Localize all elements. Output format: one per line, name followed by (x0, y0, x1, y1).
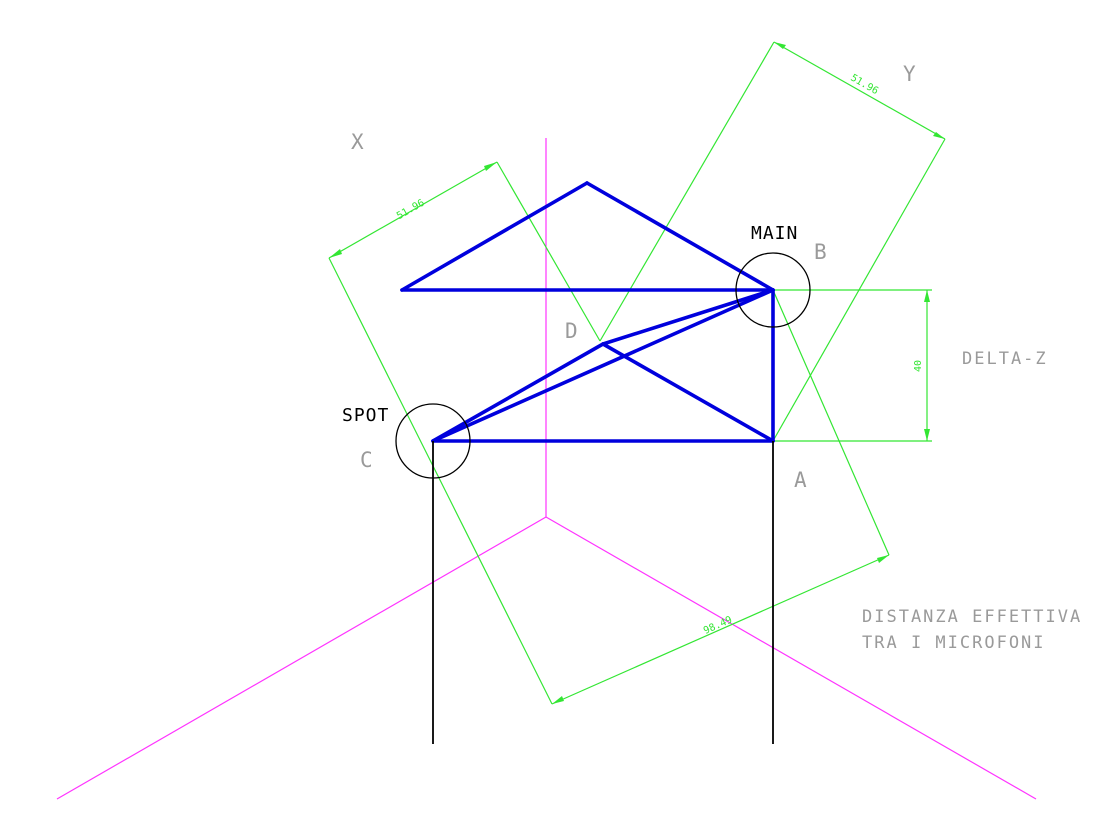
delta-z-label: DELTA-Z (962, 349, 1048, 369)
y-axis-label: Y (903, 62, 918, 86)
arrow-eff-left (552, 696, 564, 704)
point-c-label: C (360, 448, 375, 472)
roof-right-edge (585, 181, 775, 292)
annotations: X Y B D A C MAIN SPOT DELTA-Z DISTANZA E… (342, 62, 1082, 653)
edge-db (601, 288, 775, 346)
x-dimension-value: 51.96 (395, 198, 427, 223)
isometric-axes (56, 138, 1037, 800)
effective-distance-dimension-line (551, 554, 890, 705)
right-axis (545, 516, 1037, 800)
x-extension-left (328, 257, 553, 705)
arrow-dz-top (924, 290, 930, 302)
arrow-x-right (484, 162, 497, 171)
point-d-label: D (565, 319, 580, 343)
spot-label: SPOT (342, 405, 389, 426)
point-a-label: A (794, 468, 809, 492)
delta-z-dimension-value: 40 (913, 360, 924, 372)
dimension-arrows (329, 42, 945, 704)
blue-structure (400, 181, 775, 443)
distance-label-line2: TRA I MICROFONI (862, 633, 1046, 653)
edge-cb (431, 288, 775, 443)
left-axis (56, 516, 547, 800)
spot-microphone-circle (395, 403, 471, 479)
construction-lines (328, 41, 946, 705)
x-axis-label: X (351, 130, 366, 154)
main-microphone-circle (735, 252, 811, 328)
microphones (395, 252, 811, 744)
x-dimension-line (328, 161, 498, 259)
roof-left-edge (400, 181, 589, 292)
effective-distance-value: 98.49 (702, 615, 734, 637)
y-dimension-line (773, 41, 946, 140)
point-b-label: B (814, 240, 829, 264)
arrow-dz-bottom (924, 429, 930, 441)
arrow-eff-right (877, 555, 889, 563)
main-label: MAIN (751, 223, 798, 244)
arrow-y-top (774, 42, 786, 49)
x-projection-line (496, 161, 601, 342)
b-diagonal-line (772, 289, 890, 556)
arrow-x-left (329, 249, 342, 258)
arrow-y-bottom (933, 132, 945, 139)
edge-da (601, 342, 775, 443)
edge-cd (431, 342, 605, 443)
distance-label-line1: DISTANZA EFFETTIVA (862, 607, 1082, 627)
dimension-values: 51.96 51.96 40 98.49 (395, 73, 924, 637)
